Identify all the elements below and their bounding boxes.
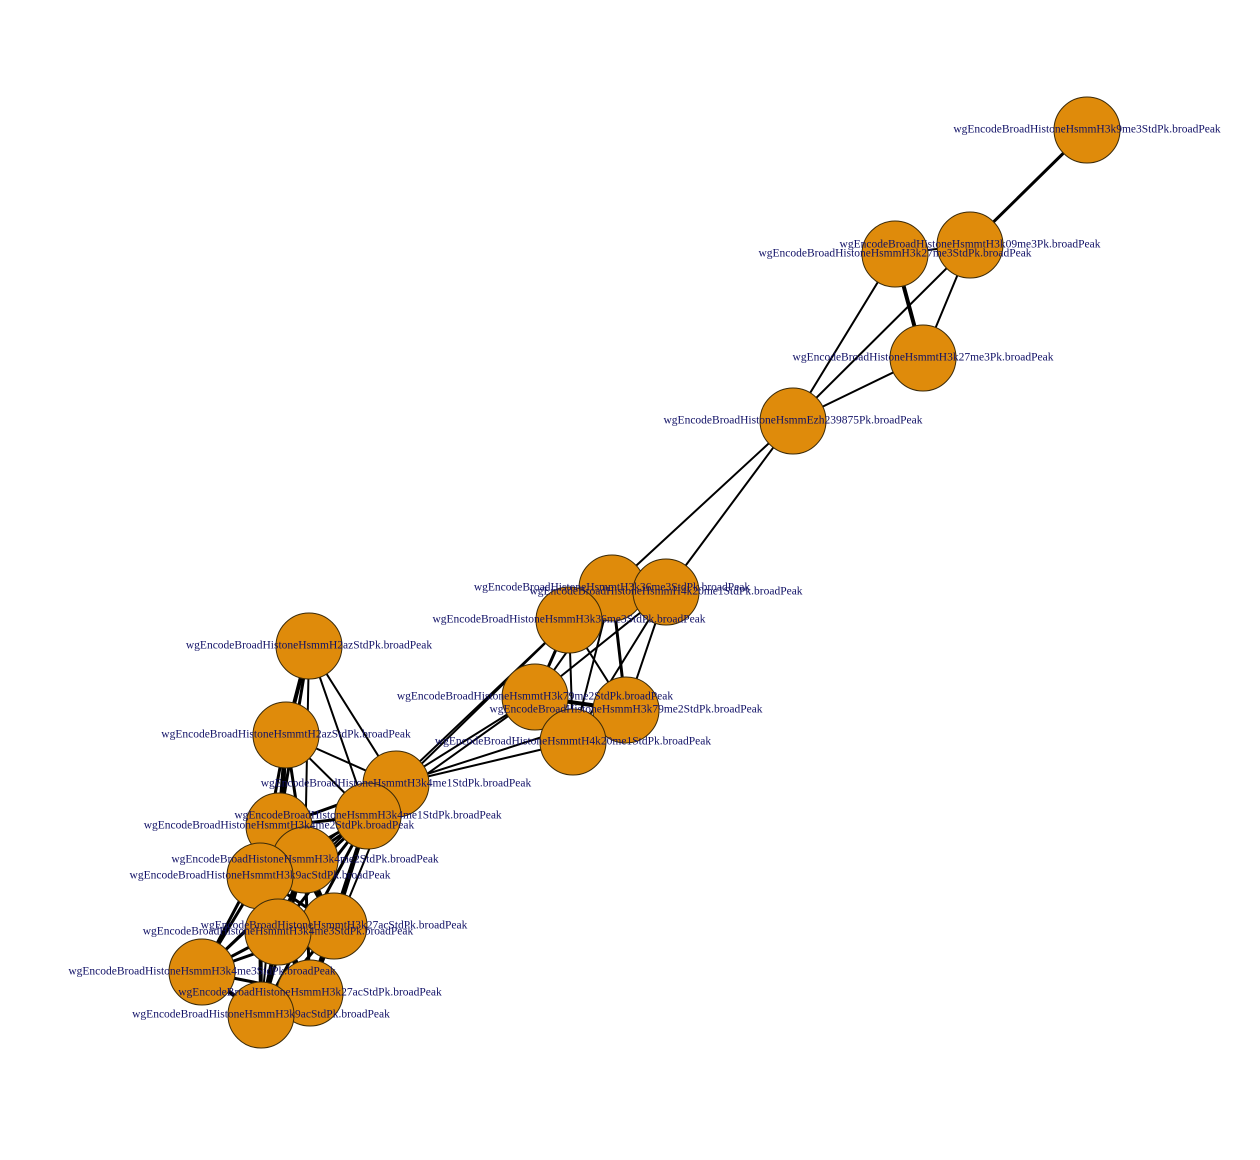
node-circle[interactable] (334, 782, 402, 850)
node-label: wgEncodeBroadHistoneHsmmtH4k20me1StdPk.b… (435, 736, 712, 748)
node-h3k9ac[interactable] (227, 981, 295, 1049)
node-circle[interactable] (632, 558, 700, 626)
node-t_h4k20me1[interactable] (539, 708, 607, 776)
node-layer: wgEncodeBroadHistoneHsmmH3k9me3StdPk.bro… (68, 96, 1221, 1049)
node-label: wgEncodeBroadHistoneHsmmH2azStdPk.broadP… (186, 640, 433, 652)
node-circle[interactable] (244, 898, 312, 966)
node-circle[interactable] (535, 586, 603, 654)
node-h3k36me3[interactable] (535, 586, 603, 654)
node-circle[interactable] (889, 324, 957, 392)
edge-t_h3k09me3-ezh2 (792, 244, 971, 422)
node-t_h3k4me3[interactable] (244, 898, 312, 966)
node-label: wgEncodeBroadHistoneHsmmtH3k09me3Pk.broa… (840, 239, 1101, 251)
node-label: wgEncodeBroadHistoneHsmmtH3k4me3StdPk.br… (143, 926, 414, 938)
node-label: wgEncodeBroadHistoneHsmmtH3k36me3StdPk.b… (474, 582, 751, 594)
node-label: wgEncodeBroadHistoneHsmmtH3k27me3Pk.broa… (793, 352, 1054, 364)
node-label: wgEncodeBroadHistoneHsmmH3k4me2StdPk.bro… (171, 854, 439, 866)
node-h3k27me3[interactable] (861, 220, 929, 288)
node-h3k4me1[interactable] (334, 782, 402, 850)
node-label: wgEncodeBroadHistoneHsmmH3k27acStdPk.bro… (178, 987, 442, 999)
node-label: wgEncodeBroadHistoneHsmmH3k36me3StdPk.br… (432, 614, 705, 626)
node-label: wgEncodeBroadHistoneHsmmH4k20me1StdPk.br… (529, 586, 802, 598)
node-label: wgEncodeBroadHistoneHsmmH3k9acStdPk.broa… (132, 1009, 390, 1021)
node-label: wgEncodeBroadHistoneHsmmEzh239875Pk.broa… (663, 415, 922, 427)
node-circle[interactable] (501, 663, 569, 731)
node-circle[interactable] (168, 938, 236, 1006)
node-label: wgEncodeBroadHistoneHsmmH3k27me3StdPk.br… (758, 248, 1031, 260)
node-label: wgEncodeBroadHistoneHsmmH3k4me3StdPk.bro… (68, 966, 336, 978)
node-label: wgEncodeBroadHistoneHsmmtH3k4me1StdPk.br… (261, 778, 532, 790)
node-labels: wgEncodeBroadHistoneHsmmH3k9me3StdPk.bro… (68, 124, 1221, 1021)
node-t_h3k09me3[interactable] (936, 211, 1004, 279)
node-label: wgEncodeBroadHistoneHsmmH3k4me1StdPk.bro… (234, 810, 502, 822)
node-label: wgEncodeBroadHistoneHsmmH3k79me2StdPk.br… (489, 704, 762, 716)
node-t_h3k27me3[interactable] (889, 324, 957, 392)
node-circle[interactable] (275, 612, 343, 680)
node-circle[interactable] (592, 676, 660, 744)
node-ezh2[interactable] (759, 387, 827, 455)
node-circle[interactable] (539, 708, 607, 776)
node-h3k4me3[interactable] (168, 938, 236, 1006)
node-label: wgEncodeBroadHistoneHsmmtH3k9acStdPk.bro… (130, 870, 391, 882)
node-circle[interactable] (936, 211, 1004, 279)
node-circle[interactable] (759, 387, 827, 455)
node-label: wgEncodeBroadHistoneHsmmtH3k27acStdPk.br… (201, 920, 468, 932)
node-circles (168, 96, 1121, 1049)
node-t_h3k79me2[interactable] (501, 663, 569, 731)
node-label: wgEncodeBroadHistoneHsmmH3k9me3StdPk.bro… (953, 124, 1221, 136)
node-circle[interactable] (1053, 96, 1121, 164)
node-t_h2az[interactable] (252, 701, 320, 769)
node-circle[interactable] (252, 701, 320, 769)
node-h4k20me1[interactable] (632, 558, 700, 626)
edge-ezh2-h4k20me1 (665, 420, 794, 593)
edge-ezh2-t_h3k36me3 (611, 420, 794, 589)
node-label: wgEncodeBroadHistoneHsmmtH3k4me2StdPk.br… (144, 820, 415, 832)
node-label: wgEncodeBroadHistoneHsmmtH2azStdPk.broad… (161, 729, 411, 741)
node-h3k79me2[interactable] (592, 676, 660, 744)
node-label: wgEncodeBroadHistoneHsmmtH3k79me2StdPk.b… (397, 691, 674, 703)
node-h3k9me3[interactable] (1053, 96, 1121, 164)
node-circle[interactable] (227, 981, 295, 1049)
node-h2az[interactable] (275, 612, 343, 680)
node-circle[interactable] (861, 220, 929, 288)
